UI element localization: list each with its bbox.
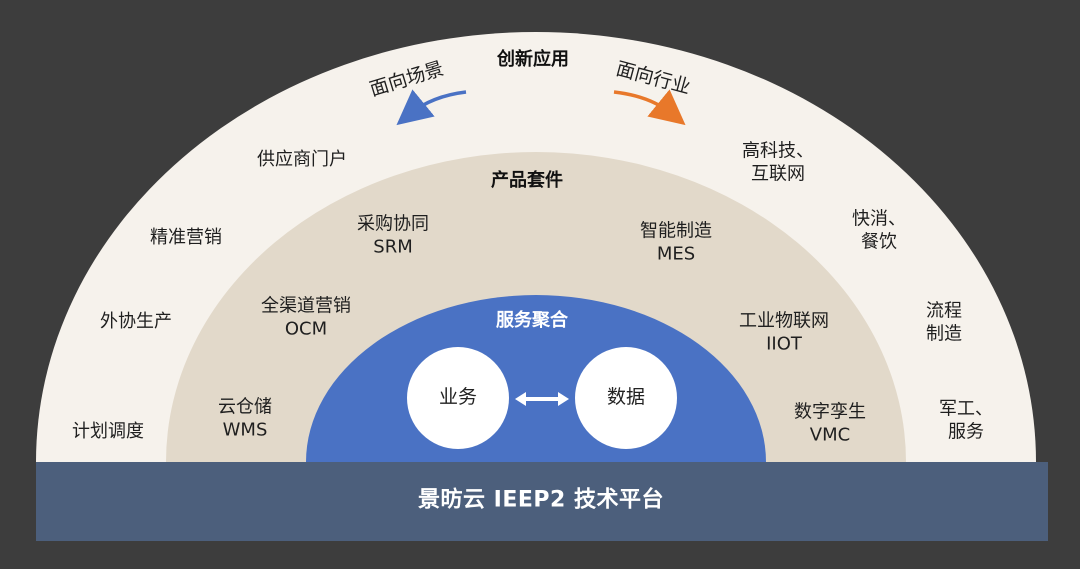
- outer-industry-line: 互联网: [751, 163, 805, 184]
- product-code: IIOT: [766, 333, 802, 354]
- business-label: 业务: [438, 386, 478, 409]
- product-code: WMS: [222, 419, 268, 440]
- platform-title: 景昉云 IEEP2 技术平台: [418, 487, 664, 513]
- outer-industry-line: 军工、: [939, 398, 993, 420]
- outer-industry-fmcg: 快消、 餐饮: [852, 209, 906, 254]
- outer-item-planning-scheduling: 计划调度: [72, 420, 144, 442]
- outer-industry-line: 快消、: [852, 208, 906, 230]
- outer-item-outsourced-production: 外协生产: [100, 310, 172, 332]
- outer-industry-line: 服务: [948, 421, 984, 442]
- product-name: 全渠道营销: [261, 295, 351, 317]
- product-srm: 采购协同 SRM: [357, 214, 429, 259]
- outer-industry-line: 流程: [926, 300, 962, 322]
- product-mes: 智能制造 MES: [640, 221, 712, 266]
- double-arrow-icon: [515, 392, 569, 406]
- scenario-arrow-icon: [396, 89, 467, 126]
- outer-industry-line: 高科技、: [742, 140, 814, 162]
- data-label: 数据: [606, 386, 646, 409]
- outer-industry-line: 制造: [926, 323, 962, 344]
- product-name: 工业物联网: [739, 310, 829, 332]
- product-name: 采购协同: [357, 213, 429, 235]
- product-iiot: 工业物联网 IIOT: [739, 311, 829, 356]
- platform-bar: [36, 462, 1048, 541]
- innovation-apps-title: 创新应用: [497, 48, 569, 70]
- product-name: 数字孪生: [794, 401, 866, 423]
- outer-industry-hitech: 高科技、 互联网: [742, 141, 814, 186]
- industry-arrow-icon: [613, 89, 686, 126]
- product-name: 云仓储: [218, 396, 272, 418]
- service-aggregation-title: 服务聚合: [496, 309, 568, 331]
- business-circle: [407, 347, 509, 449]
- product-code: VMC: [809, 424, 851, 445]
- data-circle: [575, 347, 677, 449]
- product-code: OCM: [284, 318, 328, 339]
- outer-item-precision-marketing: 精准营销: [150, 226, 222, 248]
- outer-industry-military: 军工、 服务: [939, 399, 993, 444]
- product-code: SRM: [373, 236, 413, 257]
- product-wms: 云仓储 WMS: [218, 397, 272, 442]
- outer-item-supplier-portal: 供应商门户: [257, 148, 347, 170]
- product-ocm: 全渠道营销 OCM: [261, 296, 351, 341]
- outer-industry-line: 餐饮: [861, 231, 897, 252]
- product-code: MES: [656, 243, 696, 264]
- product-vmc: 数字孪生 VMC: [794, 402, 866, 447]
- outer-industry-process: 流程 制造: [926, 301, 962, 346]
- product-suite-title: 产品套件: [491, 169, 563, 191]
- product-name: 智能制造: [640, 220, 712, 242]
